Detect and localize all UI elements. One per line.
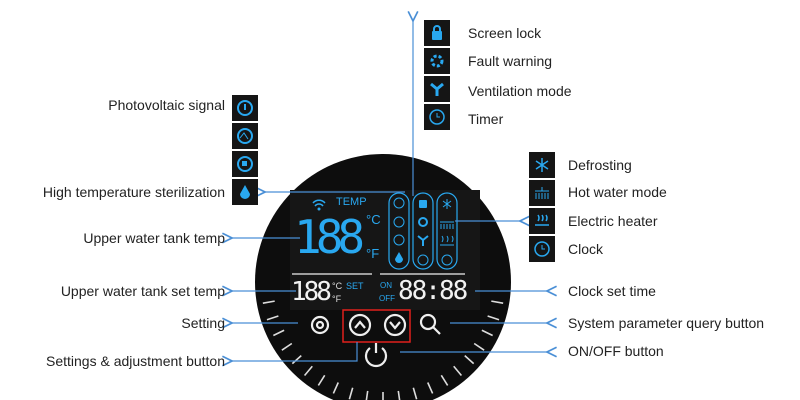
label-sterilization: High temperature sterilization — [42, 184, 225, 200]
dial-tick — [262, 300, 275, 304]
dial-tick — [281, 342, 293, 351]
lock-icon — [424, 20, 450, 46]
callout-arrows — [232, 21, 547, 361]
dial-ticks — [262, 300, 504, 400]
label-heater: Electric heater — [568, 213, 658, 229]
dial-tick — [303, 365, 313, 376]
main-temp-digits: 188 — [294, 210, 365, 264]
label-query: System parameter query button — [568, 315, 765, 331]
dial-tick — [487, 315, 500, 321]
dial-tick — [481, 329, 494, 337]
down-button[interactable] — [383, 313, 407, 337]
label-screen-lock: Screen lock — [468, 25, 542, 41]
capsule-middle — [412, 192, 434, 270]
on-label: ON — [380, 281, 392, 290]
wifi-icon — [312, 199, 326, 207]
dial-tick — [464, 355, 475, 365]
label-onoff: ON/OFF button — [568, 343, 664, 359]
sterilization-drop-icon — [232, 179, 258, 205]
label-upper-temp: Upper water tank temp — [83, 230, 225, 246]
up-button[interactable] — [348, 313, 372, 337]
temp-label: TEMP — [336, 196, 367, 208]
dial-tick — [427, 382, 434, 394]
pv-grid-icon — [232, 151, 258, 177]
label-setting: Setting — [181, 315, 225, 331]
label-defrost: Defrosting — [568, 157, 632, 173]
label-clock: Clock — [568, 241, 604, 257]
electric-heater-icon — [529, 208, 555, 234]
hot-water-icon — [529, 180, 555, 206]
label-hot-water: Hot water mode — [568, 184, 667, 200]
fault-warning-icon — [424, 48, 450, 74]
capsule-right — [436, 192, 458, 270]
dial-tick — [332, 382, 339, 394]
label-timer: Timer — [468, 111, 504, 127]
search-button[interactable] — [419, 313, 441, 335]
label-photovoltaic: Photovoltaic signal — [108, 97, 225, 113]
defrost-icon — [529, 152, 555, 178]
label-upper-set-temp: Upper water tank set temp — [60, 283, 225, 299]
label-ventilation: Ventilation mode — [468, 83, 572, 99]
dial-tick — [291, 355, 302, 365]
dial-tick — [266, 315, 279, 321]
clock-icon — [529, 236, 555, 262]
label-fault: Fault warning — [468, 53, 553, 69]
off-label: OFF — [379, 294, 395, 303]
photovoltaic-icon — [232, 95, 258, 121]
dial-tick — [365, 390, 369, 400]
dial-tick — [348, 387, 354, 400]
wifi-dot — [317, 207, 321, 211]
unit-celsius: °C — [366, 212, 381, 227]
dial-tick — [412, 387, 418, 400]
set-unit-f: °F — [332, 294, 342, 304]
dial-tick — [317, 374, 326, 386]
dial-tick — [397, 390, 401, 400]
capsule-icons — [393, 197, 454, 266]
capsule-left — [388, 192, 410, 270]
set-label: SET — [346, 281, 364, 291]
power-button[interactable] — [364, 343, 388, 368]
unit-fahrenheit: °F — [366, 246, 380, 261]
set-temp-digits: 188 — [291, 277, 332, 307]
pv-graph-icon — [232, 123, 258, 149]
dial-tick — [440, 374, 449, 386]
fan-icon — [424, 76, 450, 102]
label-clock-set: Clock set time — [568, 283, 656, 299]
lcd-screen — [290, 190, 480, 310]
clock-digits: 88:88 — [398, 276, 468, 306]
dial-tick — [453, 365, 463, 376]
adjust-buttons-highlight — [342, 309, 411, 343]
dial-tick — [491, 300, 504, 304]
label-adjust: Settings & adjustment button — [46, 353, 225, 369]
dial-tick — [272, 329, 285, 337]
set-unit-c: °C — [332, 281, 343, 291]
dial-tick — [473, 342, 485, 351]
settings-gear-button[interactable] — [310, 315, 330, 335]
timer-icon — [424, 104, 450, 130]
